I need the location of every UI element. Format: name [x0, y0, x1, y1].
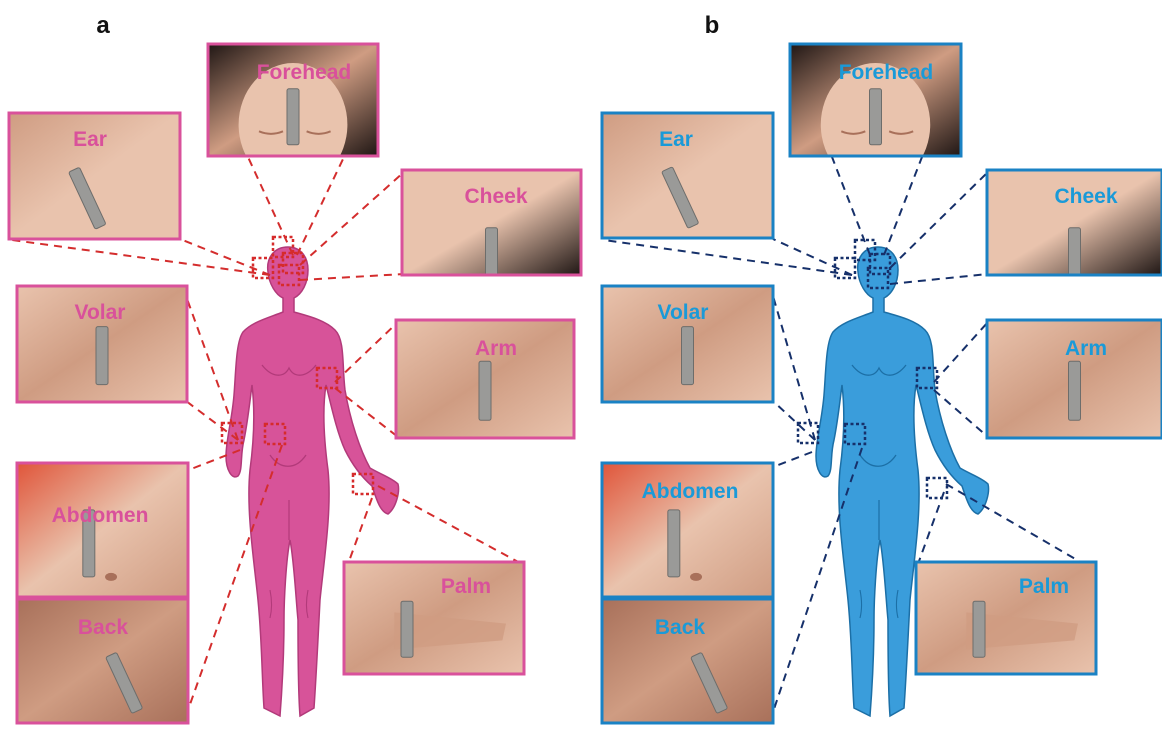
photo-tile-forehead: Forehead — [208, 44, 378, 186]
tile-label-arm: Arm — [475, 337, 517, 360]
leader-line-forehead — [297, 157, 344, 255]
leader-line-cheek — [300, 274, 404, 280]
photo-tile-cheek: Cheek — [402, 170, 581, 280]
tile-label-arm: Arm — [1065, 337, 1107, 360]
leader-line-ear — [12, 240, 270, 275]
tile-label-forehead: Forehead — [839, 61, 934, 84]
photo-tile-volar: Volar — [17, 286, 187, 402]
tile-label-abdomen: Abdomen — [642, 480, 739, 503]
leader-line-ear — [773, 239, 852, 275]
leader-line-volar — [186, 296, 238, 440]
tile-label-back: Back — [78, 616, 129, 639]
tile-label-abdomen: Abdomen — [52, 504, 149, 527]
leader-line-forehead — [248, 157, 293, 255]
photo-tile-volar: Volar — [602, 286, 773, 402]
photo-tile-forehead: Forehead — [790, 44, 961, 186]
photo-tile-arm: Arm — [987, 320, 1162, 438]
tile-label-palm: Palm — [441, 575, 491, 598]
tile-label-palm: Palm — [1019, 575, 1069, 598]
leader-line-cheek — [300, 172, 404, 265]
photo-tile-back: Back — [602, 599, 773, 723]
panel-letter: b — [705, 12, 720, 39]
tile-label-ear: Ear — [73, 128, 107, 151]
photo-tile-palm: Palm — [344, 562, 524, 674]
panel-letter: a — [96, 12, 110, 39]
leader-line-arm — [934, 322, 988, 382]
photo-tile-abdomen: Abdomen — [17, 463, 188, 597]
leader-line-abdomen — [773, 452, 812, 467]
tile-label-forehead: Forehead — [257, 61, 352, 84]
photo-tile-ear: Ear — [9, 113, 180, 239]
leader-line-ear — [604, 240, 852, 275]
photo-tile-cheek: Cheek — [987, 170, 1162, 280]
leader-line-cheek — [890, 172, 988, 268]
leader-line-cheek — [890, 274, 988, 284]
site-photo — [344, 562, 524, 674]
leader-line-palm — [348, 498, 372, 564]
photo-tile-arm: Arm — [396, 320, 574, 438]
tile-label-cheek: Cheek — [464, 185, 527, 208]
leader-line-forehead — [884, 157, 922, 255]
tile-label-volar: Volar — [75, 301, 126, 324]
leader-line-forehead — [832, 157, 870, 255]
leader-line-palm — [378, 486, 522, 564]
photo-tile-ear: Ear — [602, 113, 773, 238]
site-photo — [17, 463, 188, 597]
photo-tile-back: Back — [17, 599, 188, 723]
photo-tile-palm: Palm — [916, 562, 1096, 674]
tile-label-back: Back — [655, 616, 706, 639]
tile-label-ear: Ear — [659, 128, 693, 151]
site-marker-palm — [927, 478, 947, 498]
leader-line-volar — [773, 296, 815, 440]
photo-tile-abdomen: Abdomen — [602, 463, 773, 597]
tile-label-cheek: Cheek — [1054, 185, 1117, 208]
tile-label-volar: Volar — [658, 301, 709, 324]
leader-line-arm — [335, 322, 398, 382]
leader-line-palm — [918, 492, 944, 564]
